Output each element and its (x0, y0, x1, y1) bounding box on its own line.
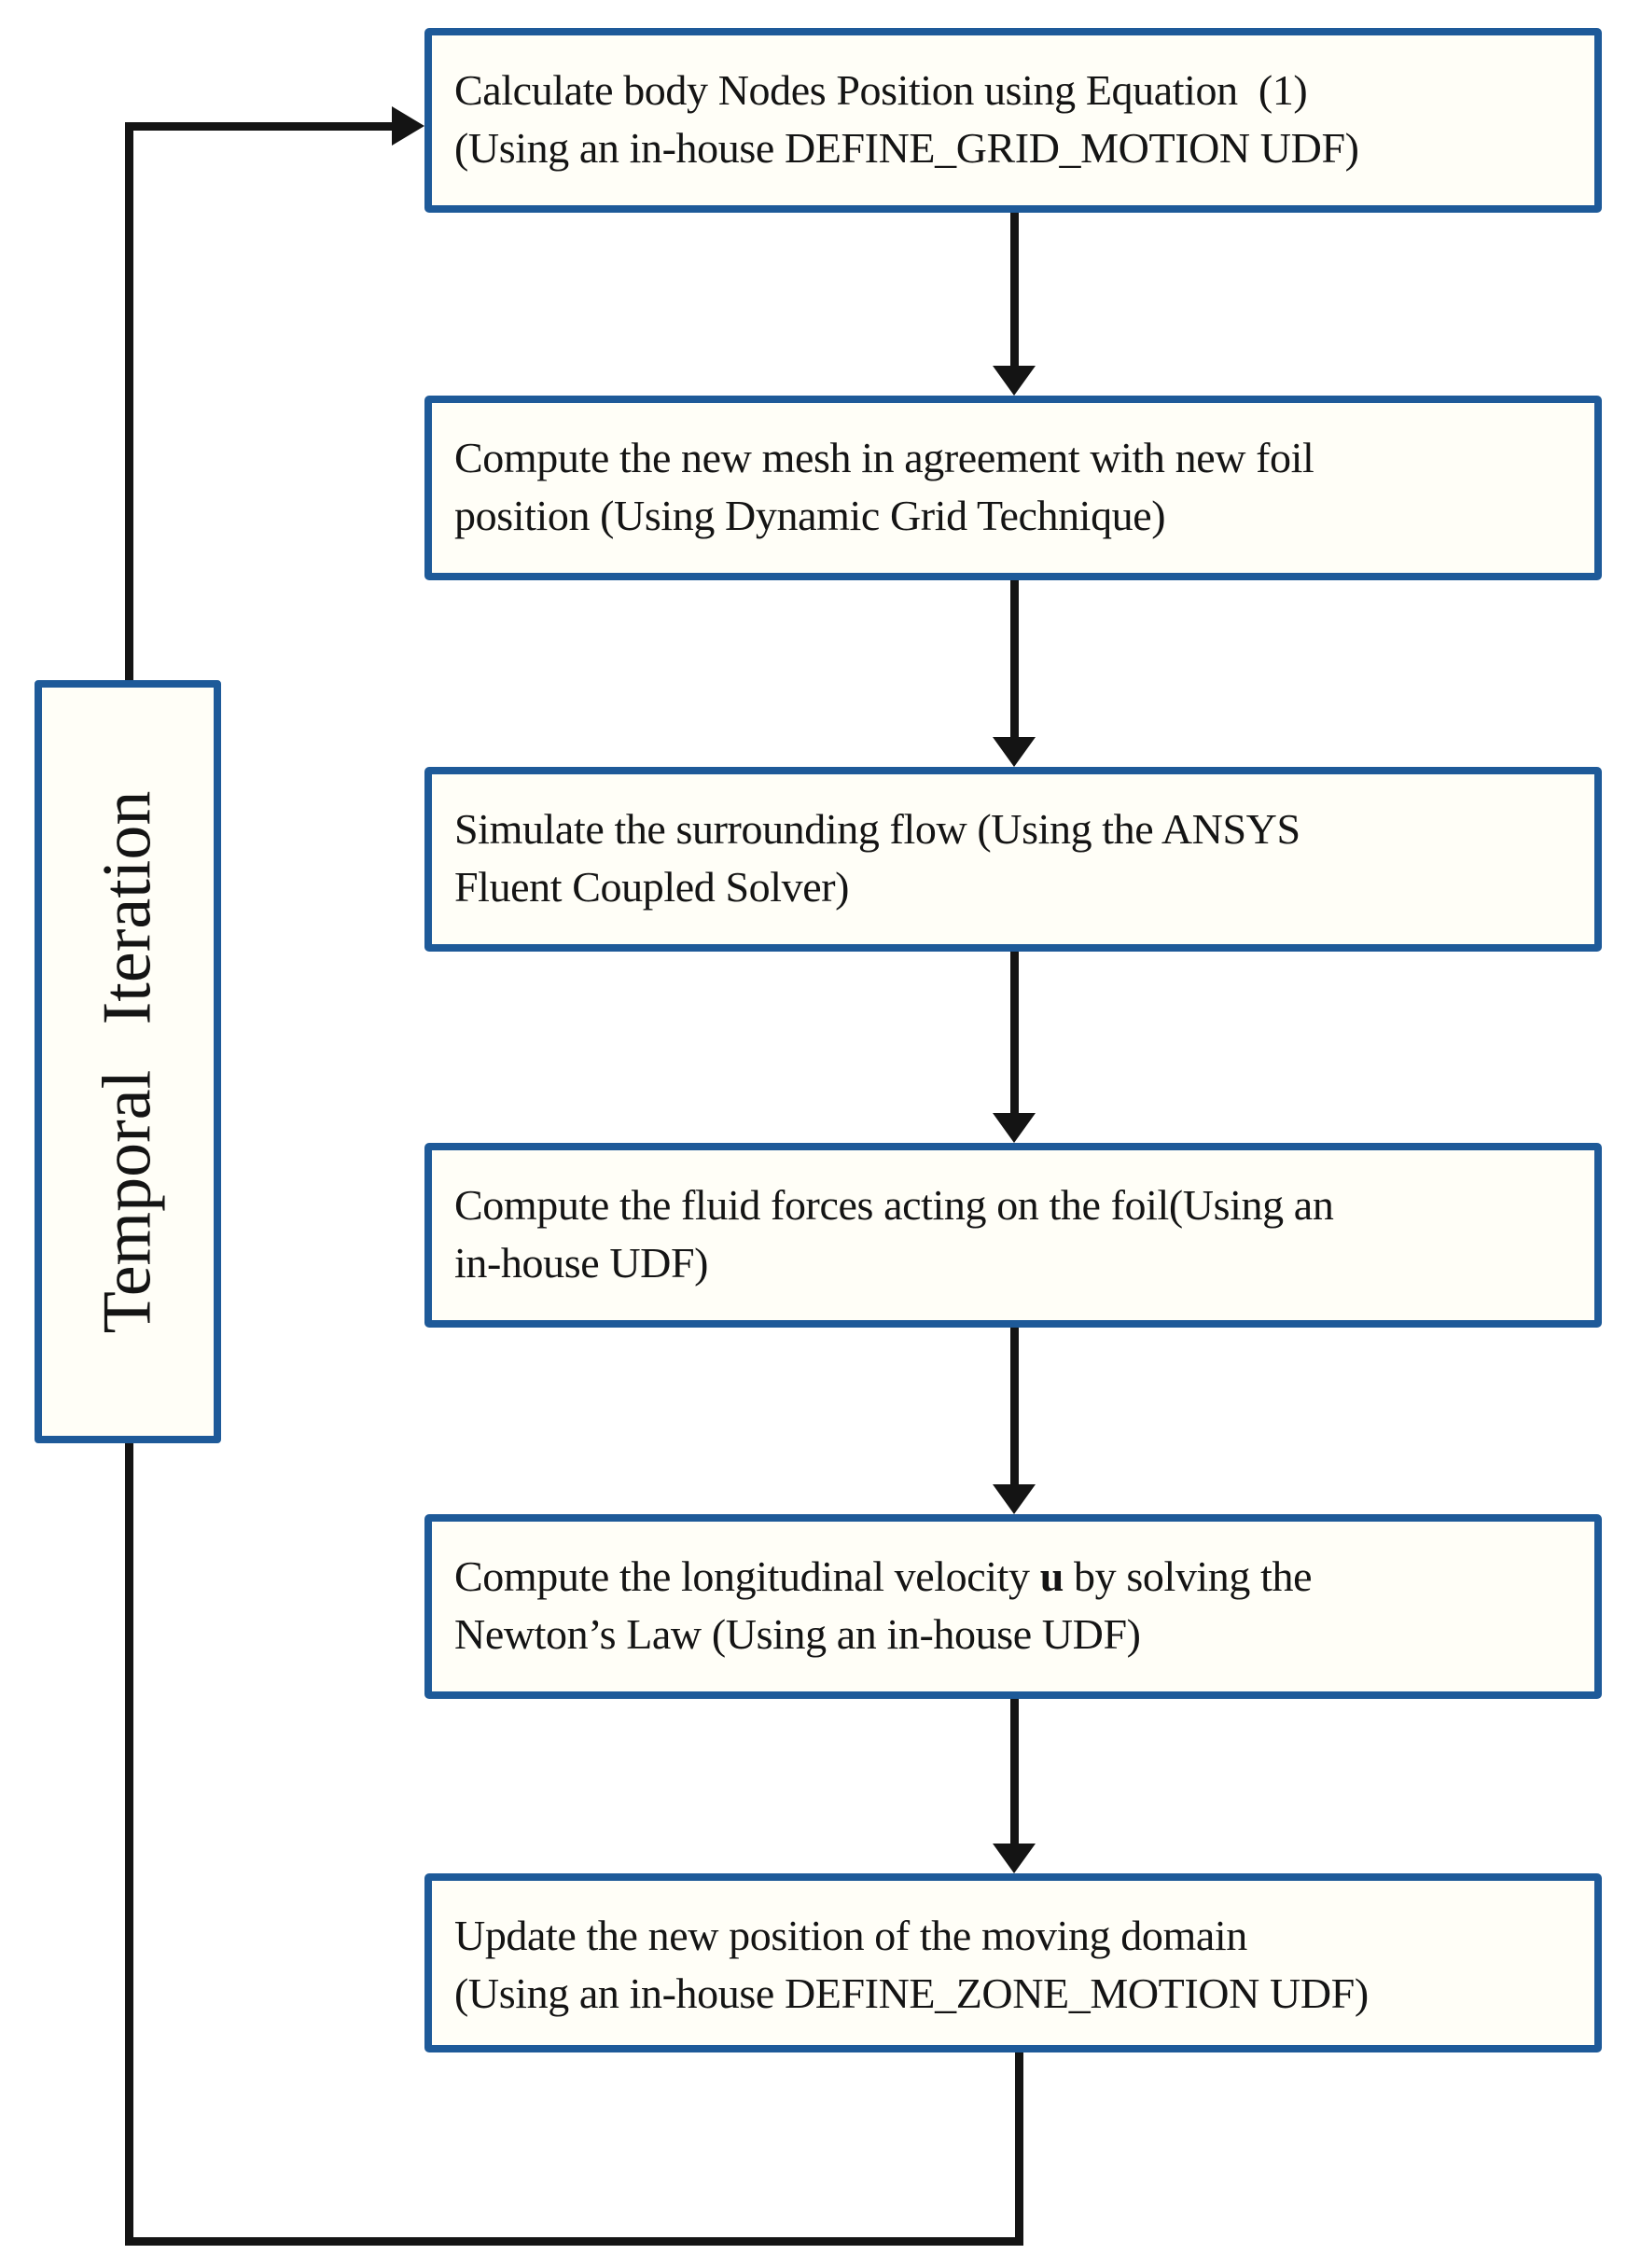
down-arrow-shaft-4 (1010, 1327, 1019, 1486)
down-arrowhead-icon-3 (993, 1113, 1036, 1143)
step-text: Simulate the surrounding flow (Using the… (454, 805, 1300, 911)
step-text-pre: Compute the longitudinal velocity (454, 1552, 1040, 1600)
step-calculate-node-positions: Calculate body Nodes Position using Equa… (424, 28, 1602, 213)
down-arrow-shaft-2 (1010, 578, 1019, 739)
loop-arrowhead-right-icon (392, 106, 424, 146)
temporal-iteration-label: Temporal Iteration (89, 790, 166, 1333)
step-text: Compute the longitudinal velocity u by s… (454, 1548, 1574, 1663)
down-arrowhead-icon-5 (993, 1844, 1036, 1873)
step-compute-longitudinal-velocity: Compute the longitudinal velocity u by s… (424, 1514, 1602, 1699)
down-arrowhead-icon-4 (993, 1484, 1036, 1514)
down-arrowhead-icon-1 (993, 366, 1036, 396)
step-update-moving-domain: Update the new position of the moving do… (424, 1873, 1602, 2052)
temporal-iteration-box: Temporal Iteration (35, 680, 221, 1443)
step-text: Compute the new mesh in agreement with n… (454, 434, 1314, 539)
velocity-symbol: u (1039, 1552, 1064, 1600)
down-arrowhead-icon-2 (993, 737, 1036, 767)
step-text: Update the new position of the moving do… (454, 1912, 1369, 2017)
step-compute-new-mesh: Compute the new mesh in agreement with n… (424, 396, 1602, 580)
step-compute-fluid-forces: Compute the fluid forces acting on the f… (424, 1143, 1602, 1328)
step-text-post: by solving the Newton’s Law (Using an in… (454, 1552, 1313, 1658)
loop-line-bottom (125, 2237, 1023, 2246)
loop-line-top (125, 122, 396, 131)
step-text: Calculate body Nodes Position using Equa… (454, 66, 1359, 172)
step-text: Compute the fluid forces acting on the f… (454, 1181, 1334, 1287)
down-arrow-shaft-5 (1010, 1698, 1019, 1845)
down-arrow-shaft-1 (1010, 213, 1019, 368)
loop-line-right (1015, 2051, 1023, 2246)
down-arrow-shaft-3 (1010, 952, 1019, 1115)
step-simulate-flow: Simulate the surrounding flow (Using the… (424, 767, 1602, 952)
